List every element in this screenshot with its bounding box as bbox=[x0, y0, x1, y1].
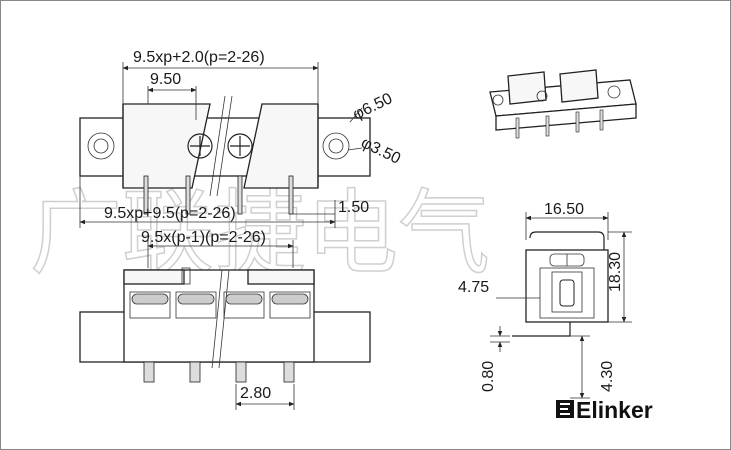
front-pin bbox=[283, 361, 295, 383]
front-dimensions: 2.80 bbox=[235, 384, 295, 410]
dim-pin-length: 4.30 bbox=[599, 361, 616, 392]
iso-cover-right bbox=[559, 69, 599, 103]
iso-cover-left bbox=[507, 71, 547, 105]
top-pin bbox=[288, 175, 294, 215]
top-pin bbox=[185, 175, 191, 215]
side-view bbox=[512, 231, 609, 337]
dim-total-width: 9.5xp+2.0(p=2-26) bbox=[133, 49, 265, 66]
dim-screw-hole: φ6.50 bbox=[350, 90, 395, 124]
dim-pitch: 9.50 bbox=[150, 71, 181, 88]
brand-logo: Elinker bbox=[556, 397, 653, 423]
top-screw-1 bbox=[187, 133, 213, 159]
dim-side-offset: 4.75 bbox=[458, 279, 489, 296]
front-pin bbox=[189, 361, 201, 383]
front-pin bbox=[143, 361, 155, 383]
dim-pin-span: 9.5xp+9.5(p=2-26) bbox=[104, 205, 236, 222]
front-compartment bbox=[175, 291, 217, 319]
dim-pin-offset: 1.50 bbox=[338, 199, 369, 216]
top-cover-right bbox=[243, 103, 319, 189]
dim-pin-thickness: 0.80 bbox=[480, 361, 497, 392]
top-pin bbox=[143, 175, 149, 215]
front-pin bbox=[235, 361, 247, 383]
top-view bbox=[79, 95, 371, 215]
iso-view bbox=[489, 69, 637, 139]
side-dimensions: 16.50 18.30 4.75 0.80 4.30 bbox=[458, 201, 632, 399]
front-compartment bbox=[223, 291, 265, 319]
dim-height: 18.30 bbox=[607, 252, 624, 292]
front-view bbox=[79, 267, 371, 383]
front-compartment bbox=[269, 291, 311, 319]
mount-hole-right bbox=[322, 132, 350, 160]
mount-hole-left bbox=[87, 132, 115, 160]
dim-pin-tail: 2.80 bbox=[240, 385, 271, 402]
dim-side-width: 16.50 bbox=[544, 201, 584, 218]
brand-name: Elinker bbox=[576, 397, 653, 423]
dim-pin-pitch-span: 9.5x(p-1)(p=2-26) bbox=[141, 229, 266, 246]
front-housing bbox=[123, 269, 315, 363]
top-pin bbox=[237, 175, 243, 215]
top-screw-2 bbox=[227, 133, 253, 159]
front-compartment bbox=[129, 291, 171, 319]
